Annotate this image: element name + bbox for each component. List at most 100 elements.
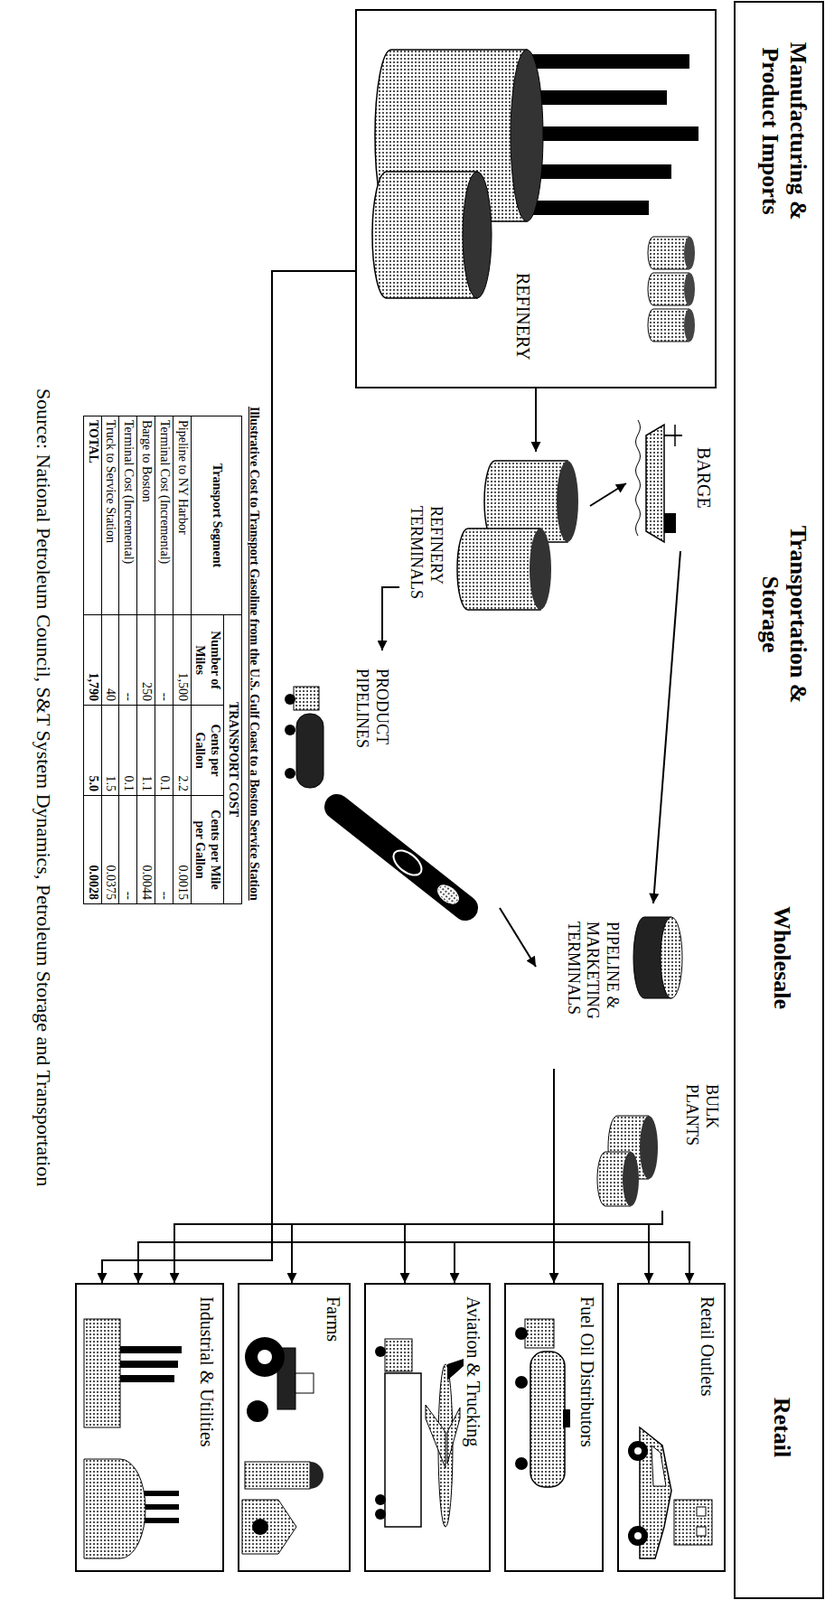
pipeline-drawing-part <box>389 845 427 881</box>
process-box: REFINERY <box>355 9 717 389</box>
barge-drawing-part <box>664 513 676 534</box>
farm-drawing-part <box>242 1500 297 1555</box>
retail-outlet-drawing-part <box>696 1527 706 1537</box>
retail-outlet-drawing-part <box>696 1507 706 1517</box>
refinery-drawing <box>372 49 699 342</box>
fuel-oil-truck-drawing-part <box>525 1319 554 1349</box>
bulk-plant-tanks <box>597 1115 658 1207</box>
flow-arrow <box>174 1210 663 1284</box>
flow-arrow <box>291 1210 663 1284</box>
aviation-trucking-drawing-part <box>425 1405 446 1469</box>
aviation-trucking-drawing-part <box>384 1339 413 1372</box>
table-cell: TRANSPORT COST <box>223 615 242 905</box>
fuel-oil-truck-drawing-part <box>530 1351 565 1488</box>
retail-outlet-drawing-part <box>634 1532 642 1540</box>
flow-arrow <box>653 551 681 904</box>
header-band <box>734 1 824 1599</box>
table-cell: -- <box>154 796 173 905</box>
retail-outlet-drawing-part <box>674 1500 713 1546</box>
table-cell: -- <box>118 796 137 905</box>
barge-drawing <box>636 420 684 543</box>
table-cell: 0.1 <box>118 705 137 797</box>
bulk-plant-tanks-part <box>639 1115 658 1180</box>
node-label: BULK PLANTS <box>682 1084 722 1157</box>
table-cell: 0.1 <box>154 705 173 797</box>
table-cell: Terminal Cost (Incremental) <box>154 416 173 616</box>
column-heading: Manufacturing & Product Imports <box>756 18 813 244</box>
refinery-drawing-part <box>647 272 690 306</box>
tanker-truck-part <box>293 686 319 711</box>
refinery-drawing-part <box>647 309 690 342</box>
aviation-trucking-drawing-part <box>375 1509 386 1520</box>
flow-arrow <box>534 388 537 452</box>
node-label: Aviation & Trucking <box>462 1296 485 1447</box>
illustrated-node: REFINERY TERMINALS <box>399 451 591 640</box>
node-label: Industrial & Utilities <box>196 1296 218 1448</box>
tanker-truck-part <box>284 724 296 736</box>
node-label: BARGE <box>693 447 715 509</box>
cost-table: TRANSPORT COSTTransport SegmentNumber of… <box>83 415 243 905</box>
farm-drawing-part <box>295 1373 314 1394</box>
process-box: Fuel Oil Distributors <box>504 1283 604 1573</box>
table-cell: 5.0 <box>83 705 102 797</box>
fuel-oil-truck-drawing-part <box>562 1409 571 1428</box>
table-cell: 40 <box>101 615 120 706</box>
refinery-drawing-part <box>684 236 695 270</box>
refinery-drawing-part <box>684 309 695 342</box>
aviation-trucking-drawing-part <box>375 1494 386 1506</box>
table-cell: 1,500 <box>172 615 191 706</box>
flow-arrow <box>404 1210 663 1284</box>
table-title: Illustrative Cost to Transport Gasoline … <box>245 406 262 901</box>
node-label: REFINERY TERMINALS <box>406 506 446 633</box>
illustrated-node: BARGE <box>626 415 717 552</box>
refinery-drawing-part <box>647 236 690 270</box>
retail-outlet-drawing-part <box>628 1441 648 1462</box>
table-cell: 0.0044 <box>136 796 155 905</box>
node-label: REFINERY <box>512 272 535 361</box>
table-cell: Terminal Cost (Incremental) <box>118 416 137 616</box>
flow-arrow <box>590 483 627 507</box>
refinery-drawing-part <box>462 171 492 299</box>
aviation-trucking-drawing <box>375 1339 464 1528</box>
flow-arrow <box>138 1068 554 1284</box>
aviation-trucking-drawing-part <box>375 1346 386 1358</box>
farm-drawing-part <box>244 1462 310 1490</box>
bulk-plant-tanks-part <box>622 1152 639 1207</box>
table-cell: 1.1 <box>136 705 155 797</box>
table-cell: Pipeline to NY Harbor <box>172 416 191 616</box>
pipeline-drawing-part <box>337 806 466 909</box>
flow-arrow <box>553 1210 663 1284</box>
table-cell: TOTAL <box>83 416 102 616</box>
table-cell: Barge to Boston <box>136 416 155 616</box>
flow-arrow <box>454 1068 554 1284</box>
farm-drawing-part <box>244 1337 285 1378</box>
table-cell: 2.2 <box>172 705 191 797</box>
retail-outlet-drawing <box>628 1427 713 1559</box>
table-cell: 1,790 <box>83 615 102 706</box>
refinery-drawing-part <box>684 272 695 306</box>
barge-drawing-part <box>664 434 683 437</box>
refinery-terminal-tanks <box>457 460 579 610</box>
flow-arrow <box>648 1210 663 1284</box>
fuel-oil-truck-drawing <box>515 1319 571 1488</box>
node-label: Retail Outlets <box>696 1296 719 1397</box>
table-cell: 0.0015 <box>172 796 191 905</box>
tanker-truck-part <box>284 693 296 705</box>
table-cell: 0.0028 <box>83 796 102 905</box>
illustrated-node: BULK PLANTS <box>590 1075 726 1211</box>
fuel-oil-truck-drawing-part <box>515 1327 528 1341</box>
flow-arrow <box>499 908 536 967</box>
farm-drawing-part <box>257 1350 272 1365</box>
aviation-trucking-drawing-part <box>447 1359 464 1381</box>
process-box: Farms <box>237 1283 351 1573</box>
table-cell: -- <box>118 615 137 706</box>
industrial-drawing <box>84 1319 182 1559</box>
barge-drawing-part <box>646 424 665 543</box>
table-cell: Transport Segment <box>190 416 242 616</box>
refinery-drawing-part <box>510 49 544 222</box>
marketing-terminal-tank-part <box>660 917 683 999</box>
node-label: PIPELINE & MARKETING TERMINALS <box>562 921 622 1062</box>
column-heading: Retail <box>768 1337 797 1519</box>
tanker-truck <box>284 686 324 788</box>
refinery-drawing-part <box>372 171 478 299</box>
